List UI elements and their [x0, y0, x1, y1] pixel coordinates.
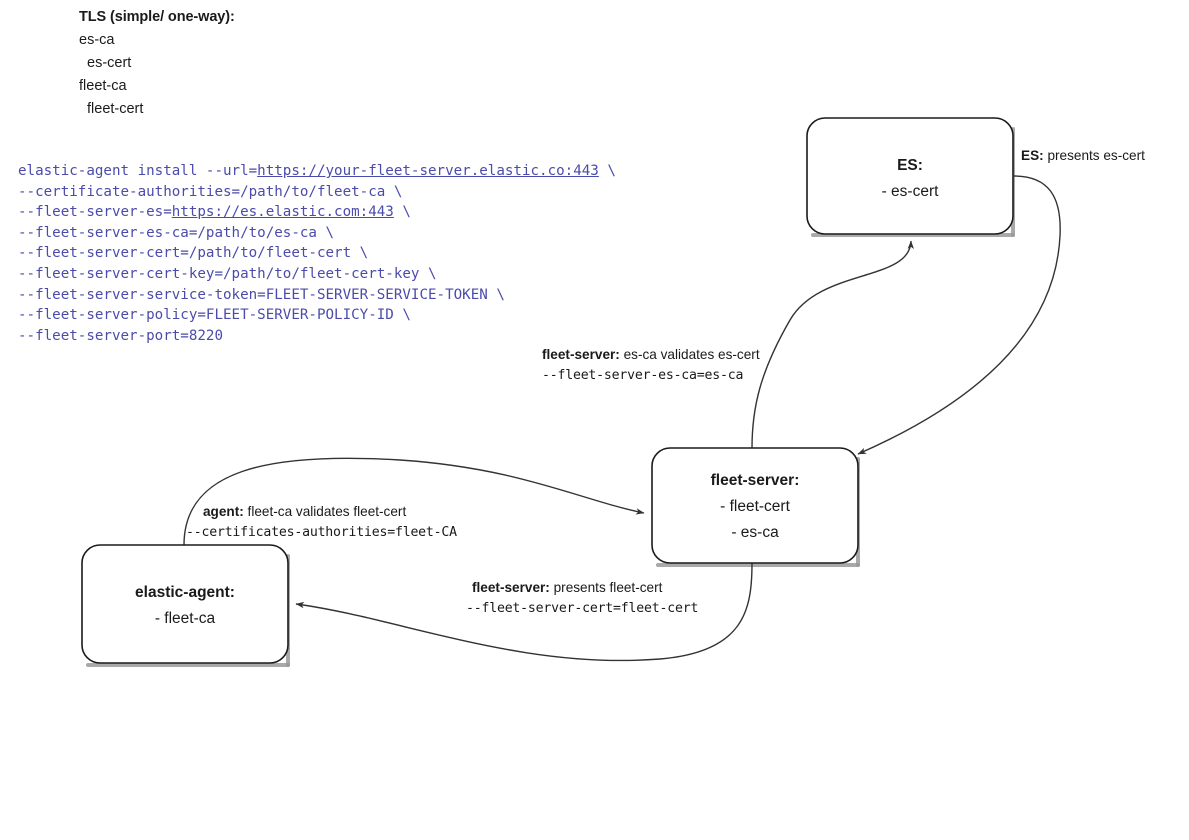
edge-label-agent-validates-rest: fleet-ca validates fleet-cert	[243, 504, 407, 519]
install-command-text: --fleet-server-service-token=FLEET-SERVE…	[18, 286, 505, 303]
edge-label-fleet-validates-mono: --fleet-server-es-ca=es-ca	[542, 368, 744, 383]
tls-legend-item-es-cert: es-cert	[87, 55, 132, 71]
install-command-line-2: --certificate-authorities=/path/to/fleet…	[18, 182, 616, 203]
install-command-text: --certificate-authorities=/path/to/fleet…	[18, 183, 403, 200]
node-elastic-agent[interactable]	[81, 544, 289, 664]
edge-label-fleet-presents-rest: presents fleet-cert	[549, 580, 663, 595]
install-command-text: --fleet-server-es-ca=/path/to/es-ca \	[18, 224, 335, 241]
install-command-text: --fleet-server-es=	[18, 204, 172, 221]
edge-label-es-presents-strong: ES:	[1021, 148, 1044, 163]
install-command-line-7: --fleet-server-service-token=FLEET-SERVE…	[18, 285, 616, 306]
install-command-line-5: --fleet-server-cert=/path/to/fleet-cert …	[18, 243, 616, 264]
edge-label-fleet-validates-rest: es-ca validates es-cert	[619, 347, 760, 362]
install-command-text: \	[393, 204, 411, 221]
install-command-url[interactable]: https://your-fleet-server.elastic.co:443	[257, 163, 599, 179]
edge-label-fleet-presents-strong: fleet-server:	[472, 580, 550, 595]
node-fleet-server[interactable]	[651, 447, 859, 564]
install-command-text: elastic-agent install --url=	[18, 163, 258, 179]
edge-label-agent-validates: agent: fleet-ca validates fleet-cert --c…	[186, 501, 457, 543]
install-command-line-3: --fleet-server-es=https://es.elastic.com…	[18, 202, 616, 223]
edge-label-fleet-validates-strong: fleet-server:	[542, 347, 620, 362]
install-command-url[interactable]: https://es.elastic.com:443	[171, 204, 394, 221]
edge-label-es-presents: ES: presents es-cert	[1021, 145, 1145, 166]
node-es[interactable]	[806, 117, 1014, 235]
tls-legend-item-es-ca: es-ca	[79, 32, 115, 48]
install-command-block: elastic-agent install --url=https://your…	[18, 161, 616, 346]
tls-legend-item-fleet-ca: fleet-ca	[79, 78, 127, 94]
edge-fleet-server-to-es	[751, 240, 914, 449]
edge-label-agent-validates-mono: --certificates-authorities=fleet-CA	[186, 525, 457, 540]
edge-es-to-fleet-server	[857, 175, 1061, 455]
install-command-line-1: elastic-agent install --url=https://your…	[18, 161, 616, 182]
install-command-line-9: --fleet-server-port=8220	[18, 326, 616, 347]
install-command-line-6: --fleet-server-cert-key=/path/to/fleet-c…	[18, 264, 616, 285]
edge-label-es-presents-rest: presents es-cert	[1043, 148, 1145, 163]
tls-legend-title: TLS (simple/ one-way):	[79, 9, 235, 25]
tls-legend: TLS (simple/ one-way): es-ca es-cert fle…	[79, 6, 235, 121]
tls-legend-item-fleet-cert: fleet-cert	[87, 101, 144, 117]
install-command-line-4: --fleet-server-es-ca=/path/to/es-ca \	[18, 223, 616, 244]
install-command-line-8: --fleet-server-policy=FLEET-SERVER-POLIC…	[18, 305, 616, 326]
edge-label-agent-validates-strong: agent:	[203, 504, 244, 519]
edge-label-fleet-presents: fleet-server: presents fleet-cert --flee…	[466, 577, 698, 619]
install-command-text: --fleet-server-policy=FLEET-SERVER-POLIC…	[18, 307, 411, 324]
edge-label-fleet-presents-mono: --fleet-server-cert=fleet-cert	[466, 601, 699, 616]
install-command-text: --fleet-server-port=8220	[18, 327, 223, 344]
edge-fleet-server-to-elastic-agent	[295, 562, 753, 662]
edge-label-fleet-validates: fleet-server: es-ca validates es-cert --…	[542, 344, 760, 386]
install-command-text: --fleet-server-cert-key=/path/to/fleet-c…	[18, 265, 437, 282]
install-command-text: --fleet-server-cert=/path/to/fleet-cert …	[18, 245, 369, 262]
install-command-text: \	[598, 163, 616, 179]
edge-elastic-agent-to-fleet-server	[183, 457, 645, 546]
